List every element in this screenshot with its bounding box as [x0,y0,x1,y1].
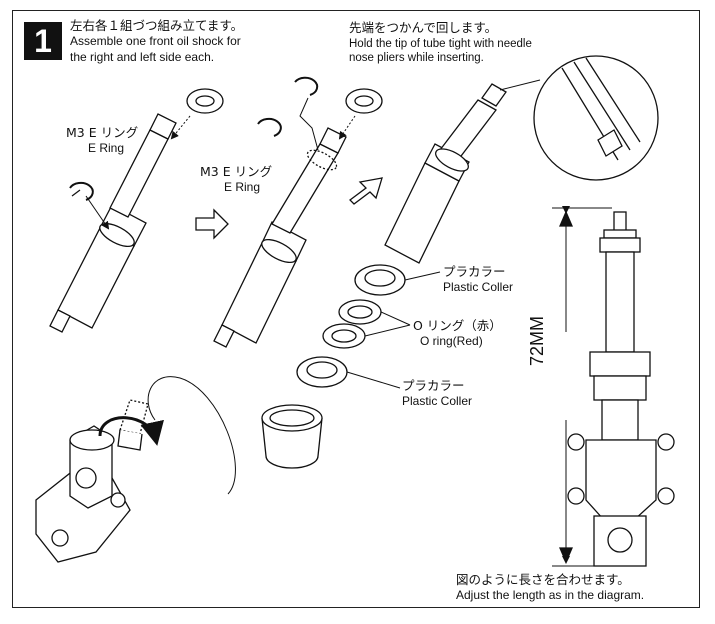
o-ring-2 [322,323,366,349]
step-title-jp: 左右各１組づつ組み立てます。 [70,18,244,33]
step-arrow-1 [195,208,229,240]
o-ring-label-en: O ring(Red) [420,334,483,348]
plastic-collar-2 [296,356,348,388]
tube-tip [117,399,149,451]
adjust-note-jp: 図のように長さを合わせます。 [456,572,630,587]
e-ring-label-2-jp: M3 E リング [200,164,273,179]
shock-absorber-2 [213,127,347,348]
step-arrow-2 [349,177,383,205]
collar-label-2-jp: プラカラー [402,378,465,393]
collar-label-2-en: Plastic Coller [402,394,473,408]
plastic-collar-top-2 [345,88,383,114]
tip-note-en-1: Hold the tip of tube tight with needle [349,38,532,50]
connector-line [147,376,236,495]
e-ring-2b [257,117,282,137]
shock-absorber-1 [49,113,177,333]
plastic-collar-top-1 [186,88,224,114]
assembled-shock [567,211,675,567]
instruction-frame [12,10,700,608]
length-dimension [552,206,612,567]
e-ring-label-1-jp: M3 E リング [66,125,139,140]
collar-label-1-jp: プラカラー [443,264,506,279]
step-number-badge: 1 [24,22,62,60]
shock-absorber-3 [384,83,507,264]
e-ring-label-2-en: E Ring [224,180,261,194]
plastic-collar-1 [354,264,406,296]
step-title-en-1: Assemble one front oil shock for [70,34,241,48]
adjust-note-en: Adjust the length as in the diagram. [456,588,645,602]
rotation-arrow [98,416,164,446]
knuckle-hub [35,425,131,563]
o-ring-1 [338,299,382,325]
detail-zoom-circle [533,55,659,181]
step-title-en-2: the right and left side each. [70,50,215,64]
shock-body-cylinder [261,404,323,469]
e-ring-label-1-en: E Ring [88,141,125,155]
collar-label-1-en: Plastic Coller [443,280,514,294]
e-ring-1 [69,181,94,201]
length-label: 72MM [527,315,547,366]
e-ring-2a [294,76,319,96]
tip-note-en-2: nose pliers while inserting. [349,52,484,64]
o-ring-label-jp: O リング（赤） [413,318,502,333]
tip-note-jp: 先端をつかんで回します。 [349,20,498,35]
